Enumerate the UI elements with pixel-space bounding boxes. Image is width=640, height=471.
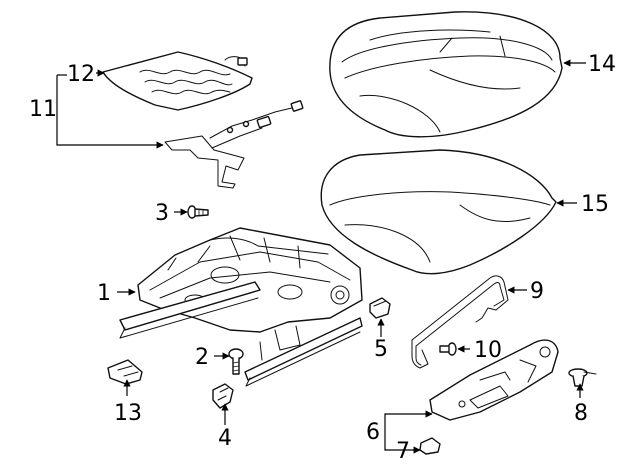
seat-heater-mat-part bbox=[102, 51, 253, 111]
callout-7: 7 bbox=[396, 439, 410, 464]
bracket-part bbox=[107, 359, 143, 385]
seat-frame-part bbox=[119, 227, 363, 387]
callout-4: 4 bbox=[218, 426, 232, 451]
clip-part bbox=[212, 383, 234, 409]
clip-part bbox=[369, 297, 391, 319]
side-trim-cover-part bbox=[429, 339, 559, 421]
callout-1: 1 bbox=[97, 281, 111, 306]
clip-part bbox=[419, 437, 441, 455]
callout-3: 3 bbox=[155, 201, 169, 226]
bolt-part bbox=[228, 348, 244, 375]
callout-5: 5 bbox=[374, 337, 388, 362]
callout-11: 11 bbox=[29, 97, 57, 122]
seat-cushion-part bbox=[320, 149, 557, 275]
push-pin-part bbox=[568, 368, 597, 387]
bolt-part bbox=[439, 342, 457, 356]
callout-15: 15 bbox=[581, 192, 609, 217]
seat-back-cushion-part bbox=[329, 11, 563, 138]
callout-6: 6 bbox=[366, 420, 380, 445]
callout-10: 10 bbox=[474, 338, 502, 363]
leader-lines bbox=[56, 59, 586, 454]
callout-8: 8 bbox=[574, 401, 588, 426]
screw-part bbox=[187, 205, 209, 219]
callout-2: 2 bbox=[195, 345, 209, 370]
wire-frame-part bbox=[411, 275, 509, 369]
wiring-harness-part bbox=[164, 100, 304, 189]
callout-9: 9 bbox=[530, 279, 544, 304]
callout-12: 12 bbox=[67, 62, 95, 87]
callout-14: 14 bbox=[588, 52, 616, 77]
callout-labels: 1 2 3 4 5 6 7 8 9 10 11 12 13 14 15 bbox=[29, 52, 616, 464]
callout-13: 13 bbox=[114, 401, 142, 426]
